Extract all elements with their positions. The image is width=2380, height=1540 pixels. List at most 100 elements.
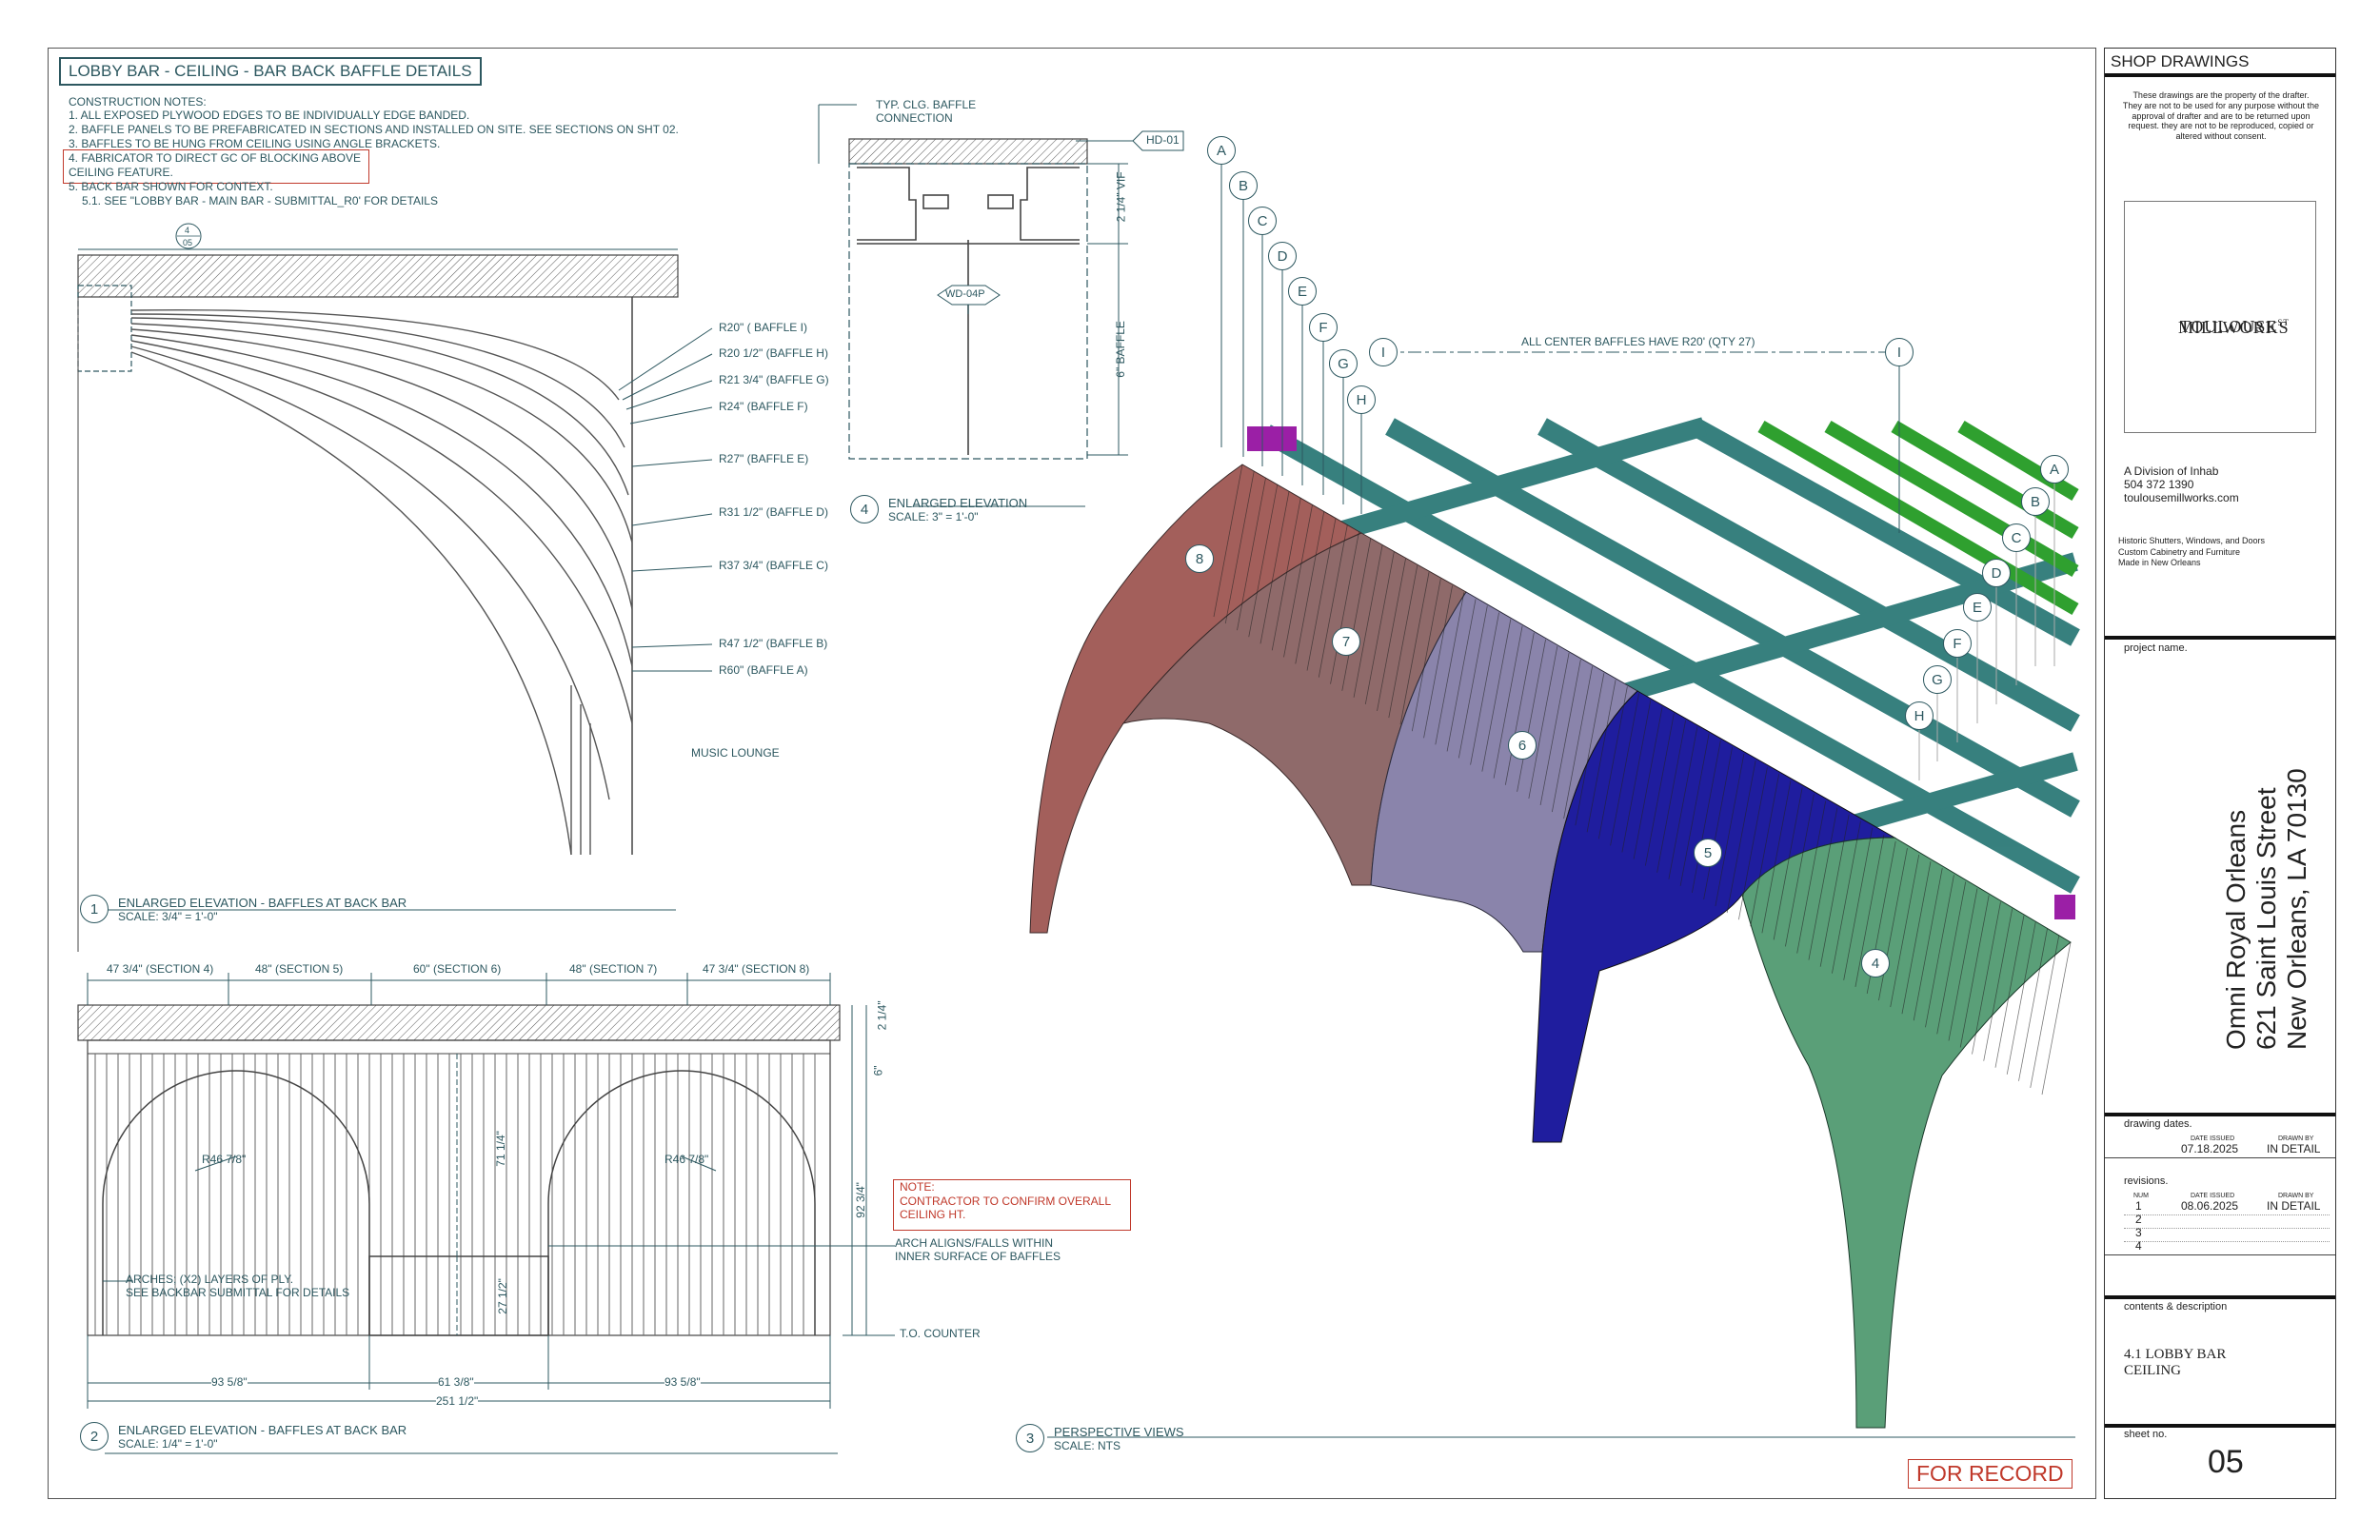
arches-note: ARCHES; (X2) LAYERS OF PLY. SEE BACKBAR …	[126, 1273, 350, 1299]
baffle-rib	[1692, 740, 1721, 893]
services-text: Historic Shutters, Windows, and Doors Cu…	[2118, 536, 2266, 568]
baffle-rib	[1271, 498, 1301, 651]
rev-row-4-num: 4	[2135, 1239, 2142, 1253]
drawn-by-value: IN DETAIL	[2267, 1142, 2321, 1155]
rev-by-header: DRAWN BY	[2278, 1193, 2314, 1199]
baffle-rib	[1283, 504, 1313, 658]
baffle-ribs	[1213, 464, 2072, 1096]
contents-description: 4.1 LOBBY BAR CEILING	[2124, 1347, 2227, 1379]
section-number-4: 4	[1861, 949, 1890, 977]
baffle-letter-b: B	[1229, 171, 1258, 200]
baffle-rib	[1644, 713, 1675, 866]
section-number-7: 7	[1332, 627, 1360, 656]
baffle-rib	[1539, 652, 1570, 806]
baffle-arc-c	[130, 340, 633, 724]
rev-row-1-date: 08.06.2025	[2181, 1199, 2239, 1213]
baffle-rib	[1738, 767, 1768, 920]
date-issued-header: DATE ISSUED	[2191, 1135, 2235, 1142]
radius-label-b: R47 1/2" (BAFFLE B)	[719, 637, 828, 650]
detail-title: ENLARGED ELEVATION - BAFFLES AT BACK BAR	[118, 1422, 407, 1437]
radius-label-a: R60" (BAFFLE A)	[719, 663, 808, 677]
baffle-rib	[1318, 524, 1348, 678]
baffle-letter-right-c: C	[2002, 523, 2031, 552]
hd-tag	[1132, 130, 1184, 151]
detail-3-title-block: 3 PERSPECTIVE VIEWS SCALE: NTS	[1016, 1424, 1184, 1452]
note-box	[893, 1179, 1131, 1231]
detail-1-title-block: 1 ENLARGED ELEVATION - BAFFLES AT BACK B…	[80, 895, 407, 923]
baffle-rib	[1364, 551, 1395, 704]
ceiling-slab-2	[77, 1004, 841, 1041]
baffle-rib	[1913, 868, 1943, 1021]
baffle-letter-right-h: H	[1905, 701, 1934, 730]
baffle-rib	[1832, 820, 1861, 974]
baffle-letter-right-g: G	[1923, 665, 1952, 694]
baffle-rib	[1994, 915, 2025, 1068]
detail-number: 3	[1016, 1424, 1044, 1452]
baffle-letter-i-left: I	[1369, 338, 1398, 366]
date-issued-value: 07.18.2025	[2181, 1142, 2239, 1155]
detail-2-title-block: 2 ENLARGED ELEVATION - BAFFLES AT BACK B…	[80, 1422, 407, 1451]
construction-note-2: 2. BAFFLE PANELS TO BE PREFABRICATED IN …	[69, 123, 679, 136]
arch-right	[547, 1070, 816, 1335]
baffle-letter-d: D	[1268, 242, 1297, 270]
website-text: toulousemillworks.com	[2124, 491, 2239, 504]
radius-left-arch: R46 7/8"	[202, 1153, 247, 1166]
baffle-connection-box	[77, 285, 132, 372]
construction-note-1: 1. ALL EXPOSED PLYWOOD EDGES TO BE INDIV…	[69, 109, 470, 122]
green-strips	[1757, 420, 2079, 616]
logo-sup: ST	[2277, 317, 2290, 327]
project-line-3: New Orleans, LA 70130	[2282, 768, 2312, 1050]
baffle-rib	[1819, 814, 1850, 967]
baffle-rib	[1259, 491, 1290, 644]
section-ref-top: 4	[185, 226, 190, 235]
baffle-rib	[1330, 531, 1359, 684]
note-text: CONTRACTOR TO CONFIRM OVERALL CEILING HT…	[900, 1194, 1112, 1221]
baffle-rib	[1610, 693, 1640, 846]
ceiling-slab-1	[77, 254, 679, 298]
baffle-letter-h: H	[1347, 385, 1376, 414]
baffle-rib	[1796, 800, 1827, 954]
section-ref-bottom: 05	[183, 238, 193, 247]
project-name-block: Omni Royal Orleans 621 Saint Louis Stree…	[2221, 688, 2313, 1050]
baffle-rib	[2030, 935, 2060, 1089]
arch-align-note: ARCH ALIGNS/FALLS WITHIN INNER SURFACE O…	[895, 1236, 1061, 1263]
baffle-letter-right-d: D	[1982, 559, 2011, 587]
ceiling-slab-4	[848, 138, 1088, 165]
baffle-rib	[1481, 619, 1512, 772]
detail-4-title-block: 4 ENLARGED ELEVATION SCALE: 3" = 1'-0"	[850, 495, 1027, 523]
section-dim-6: 60" (SECTION 6)	[413, 962, 502, 977]
baffle-arc-f	[130, 323, 633, 543]
baffle-rib	[1224, 470, 1255, 624]
to-counter-label: T.O. COUNTER	[900, 1327, 981, 1340]
revisions-label: revisions.	[2124, 1175, 2169, 1187]
section-number-5: 5	[1694, 839, 1722, 867]
detail-scale: SCALE: 1/4" = 1'-0"	[118, 1436, 218, 1451]
radius-label-i: R20" ( BAFFLE I)	[719, 321, 807, 334]
baffle-rib	[1901, 861, 1932, 1015]
dim-vif: 2 1/4" VIF	[1114, 171, 1128, 223]
section-dim-5: 48" (SECTION 5)	[255, 962, 344, 977]
baffle-rib	[1517, 639, 1546, 792]
note-heading: NOTE:	[900, 1180, 935, 1194]
baffle-rib	[1925, 875, 1954, 1028]
baffle-rib	[1785, 794, 1815, 947]
baffle-section-4	[1741, 837, 2072, 1429]
construction-note-5: 5. BACK BAR SHOWN FOR CONTEXT.	[69, 180, 273, 193]
baffle-rib	[1808, 807, 1838, 960]
detail-title: PERSPECTIVE VIEWS	[1054, 1424, 1184, 1439]
baffle-rib	[1306, 518, 1337, 671]
baffle-rib	[1773, 787, 1803, 940]
baffle-letter-c: C	[1248, 207, 1277, 235]
baffle-rib	[1213, 464, 1243, 618]
baffle-rib	[1761, 780, 1792, 934]
magenta-end-right	[2054, 895, 2075, 919]
baffle-rib	[1715, 753, 1745, 907]
dim-71-1-4: 71 1/4"	[493, 1131, 507, 1167]
for-record-stamp: FOR RECORD	[1908, 1459, 2073, 1489]
baffle-arc-h	[130, 313, 625, 448]
title-block: SHOP DRAWINGS These drawings are the pro…	[2104, 48, 2336, 1499]
baffle-rib	[1388, 564, 1418, 719]
baffle-rib	[1237, 478, 1266, 631]
